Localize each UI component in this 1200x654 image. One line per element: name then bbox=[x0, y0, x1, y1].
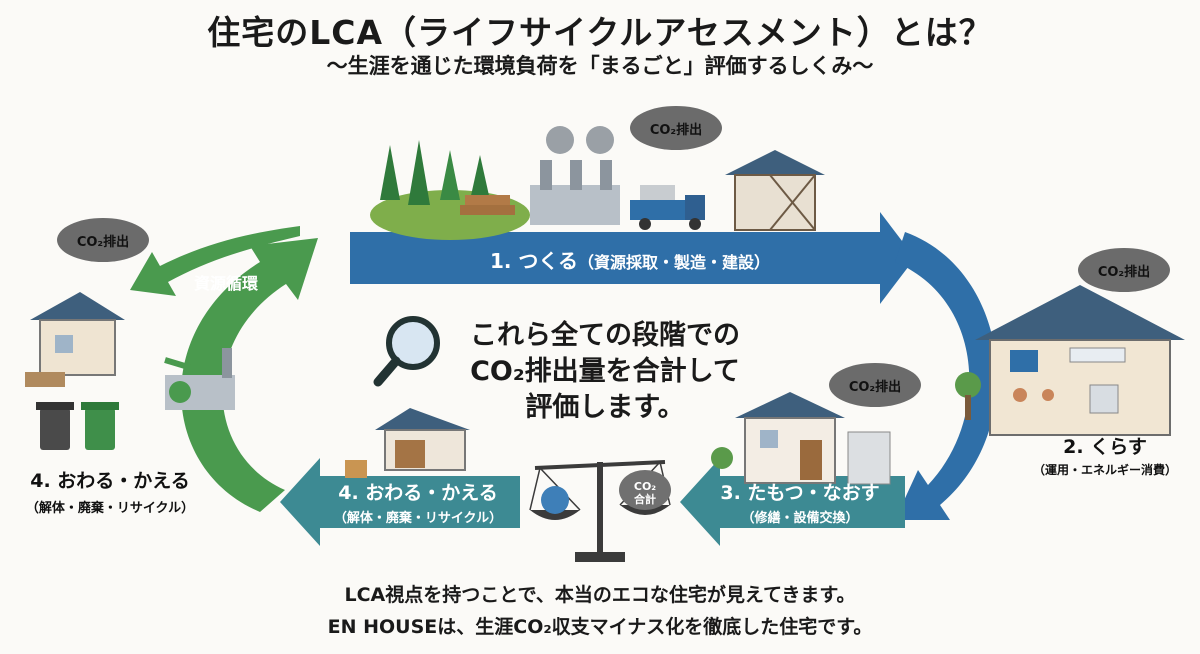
stage-end-label-side: 4. おわる・かえる （解体・廃棄・リサイクル） bbox=[10, 466, 210, 516]
forest-icon bbox=[370, 140, 530, 240]
live-arrow bbox=[895, 232, 998, 520]
stage-live-title: 2. くらす bbox=[1063, 436, 1147, 458]
center-message-line-1: これら全ての段階での bbox=[470, 320, 740, 351]
maintain-house-icon bbox=[711, 392, 891, 485]
co2-tag-live: CO₂排出 bbox=[1097, 265, 1151, 280]
scale-label-line-1: CO₂ bbox=[633, 480, 657, 493]
co2-cloud-maintain bbox=[829, 363, 921, 407]
magnifier-icon bbox=[373, 316, 440, 387]
recycle-factory-icon bbox=[165, 339, 235, 410]
stage-maintain-detail: （修繕・設備交換） bbox=[741, 511, 859, 526]
vacant-house-icon bbox=[345, 408, 470, 478]
center-message-line-2: CO₂排出量を合計して bbox=[470, 356, 740, 387]
co2-cloud-right bbox=[1078, 248, 1170, 292]
co2-cloud-top bbox=[630, 106, 722, 150]
construction-house-icon bbox=[725, 150, 825, 231]
center-message: これら全ての段階での CO₂排出量を合計して 評価します。 bbox=[455, 318, 755, 426]
page-title: 住宅のLCA（ライフサイクルアセスメント）とは？ bbox=[207, 13, 993, 52]
truck-icon bbox=[630, 185, 705, 230]
co2-cloud-left bbox=[57, 218, 149, 262]
stage-end-title-arrow: 4. おわる・かえる bbox=[338, 482, 498, 504]
stage-end-detail-arrow: （解体・廃棄・リサイクル） bbox=[333, 511, 503, 526]
center-message-line-3: 評価します。 bbox=[525, 392, 685, 423]
stage-make-label: 1. つくる（資源採取・製造・建設） bbox=[440, 245, 820, 274]
scale-label: CO₂ 合計 bbox=[620, 480, 670, 506]
stage-live-label: 2. くらす （運用・エネルギー消費） bbox=[1020, 432, 1190, 478]
stage-end-title-side: 4. おわる・かえる bbox=[30, 470, 190, 492]
stage-end-label-arrow: 4. おわる・かえる （解体・廃棄・リサイクル） bbox=[318, 478, 518, 526]
broken-house-icon bbox=[25, 292, 125, 387]
factory-icon bbox=[530, 126, 620, 225]
recycle-bin-icon bbox=[81, 402, 119, 450]
trash-bin-icon bbox=[36, 402, 74, 450]
stage-maintain-label: 3. たもつ・なおす （修繕・設備交換） bbox=[715, 478, 885, 526]
stage-live-detail: （運用・エネルギー消費） bbox=[1032, 463, 1177, 477]
recycle-arrow bbox=[181, 238, 318, 512]
footer-line-1: LCA視点を持つことで、本当のエコな住宅が見えてきます。 bbox=[344, 584, 856, 606]
stage-make-title: 1. つくる bbox=[489, 249, 579, 273]
balance-scale-icon bbox=[529, 460, 671, 562]
end-arrow bbox=[280, 458, 520, 546]
scale-label-line-2: 合計 bbox=[634, 493, 656, 506]
recycle-return-arrow bbox=[130, 226, 300, 296]
recycle-label: 資源循環 bbox=[193, 274, 258, 293]
co2-tag-end: CO₂排出 bbox=[76, 235, 130, 250]
co2-tag-maintain: CO₂排出 bbox=[848, 380, 902, 395]
stage-make-detail: （資源採取・製造・建設） bbox=[578, 253, 771, 272]
stage-maintain-title: 3. たもつ・なおす bbox=[720, 482, 880, 504]
page-subtitle: 〜生涯を通じた環境負荷を「まるごと」評価するしくみ〜 bbox=[326, 54, 874, 78]
living-house-icon bbox=[955, 285, 1185, 436]
stage-end-detail-side: （解体・廃棄・リサイクル） bbox=[25, 501, 195, 516]
co2-tag-make: CO₂排出 bbox=[649, 123, 703, 138]
footer-line-2: EN HOUSEは、生涯CO₂収支マイナス化を徹底した住宅です。 bbox=[327, 616, 873, 638]
